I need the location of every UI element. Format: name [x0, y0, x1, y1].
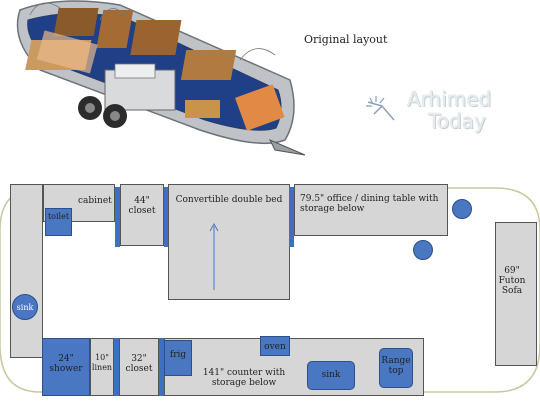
futon-sofa-area: [495, 222, 537, 366]
office-label: 79.5" office / dining table with storage…: [300, 194, 439, 214]
frig-fixture: [164, 340, 192, 376]
original-layout-caption: Original layout: [304, 33, 388, 46]
futon-label: 69" Futon Sofa: [498, 266, 526, 296]
sink-label: sink: [321, 370, 341, 380]
brand-name-line2: Today: [428, 109, 486, 133]
closet-32-area: [119, 338, 159, 396]
toilet-label: toilet: [47, 212, 70, 221]
left-sink-area: [10, 184, 43, 358]
closet-44-area: [120, 184, 164, 246]
left-sink-fixture: [12, 294, 38, 320]
office-dining-area: [294, 184, 448, 236]
closet-32-wall: [159, 338, 164, 396]
closet-44-label: 44" closet: [128, 196, 156, 216]
shower-label: 24" shower: [49, 354, 83, 374]
bed-wall: [289, 187, 294, 247]
cutaway-illustration: [0, 0, 320, 165]
oven-label: oven: [264, 342, 286, 352]
brand-logo-icon: [364, 92, 400, 122]
range-top-label: Range top: [381, 356, 411, 376]
linen-wall: [114, 338, 119, 396]
cabinet-wall: [115, 187, 120, 247]
sink-fixture: [307, 361, 355, 390]
linen-area: [90, 338, 114, 396]
shower-fixture: [42, 338, 90, 396]
brand-name-line1: Arhimed: [407, 87, 492, 111]
arrow-up-icon: [209, 222, 219, 290]
counter-label: 141" counter with storage below: [202, 368, 286, 388]
floorplan: sink toilet cabinet 44" closet Convertib…: [0, 170, 540, 403]
bed-label: Convertible double bed: [175, 195, 283, 205]
convertible-bed-area: [168, 184, 290, 300]
cabinet-label: cabinet: [78, 196, 112, 206]
airstream-cutaway-drawing: [16, 0, 306, 156]
dining-seat-2: [413, 240, 433, 260]
frig-label: frig: [169, 350, 187, 360]
closet-32-label: 32" closet: [125, 354, 153, 374]
range-top-fixture: [379, 348, 413, 388]
trailer-outline: [0, 187, 540, 393]
left-sink-label: sink: [16, 303, 34, 312]
oven-fixture: [260, 336, 290, 356]
closet-44-wall: [164, 187, 169, 247]
dining-seat-1: [452, 199, 472, 219]
linen-label: 10" linen: [91, 353, 113, 372]
toilet-fixture: [45, 208, 72, 236]
